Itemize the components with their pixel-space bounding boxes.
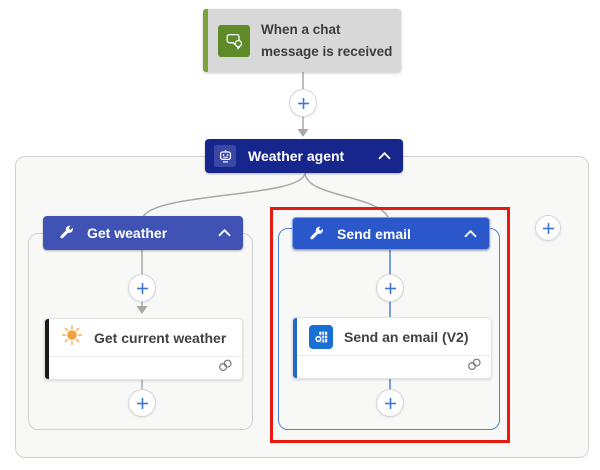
add-step-button-get-weather-end[interactable] — [128, 389, 156, 417]
action-card-send-an-email-v2[interactable]: Send an email (V2) — [292, 317, 492, 379]
agent-name-label: Weather agent — [248, 148, 345, 164]
chevron-up-icon[interactable] — [378, 152, 391, 160]
card-accent-stripe — [45, 319, 49, 379]
action-card-get-current-weather[interactable]: Get current weather — [44, 318, 243, 380]
plus-icon — [384, 282, 396, 294]
wrench-icon — [58, 225, 74, 241]
insert-step-button-top[interactable] — [289, 89, 317, 117]
insert-step-button-send-email[interactable] — [376, 274, 404, 302]
sun-icon — [61, 324, 83, 351]
wrench-icon — [308, 226, 324, 242]
add-step-button-send-email-end[interactable] — [376, 389, 404, 417]
tool-name-label: Get weather — [87, 225, 168, 241]
add-tool-button[interactable] — [535, 215, 561, 241]
insert-step-button-get-weather[interactable] — [128, 274, 156, 302]
link-icon[interactable] — [218, 359, 233, 377]
agent-header-bar[interactable]: Weather agent — [205, 139, 403, 173]
action-title: Send an email (V2) — [344, 328, 469, 345]
chat-bubbles-icon — [218, 24, 250, 57]
action-title: Get current weather — [94, 329, 227, 346]
outlook-icon — [309, 324, 333, 349]
plus-icon — [542, 222, 554, 234]
bot-icon — [214, 145, 236, 167]
trigger-label: When a chat message is received — [261, 21, 393, 59]
plus-icon — [136, 397, 148, 409]
chevron-up-icon[interactable] — [464, 229, 477, 238]
plus-icon — [297, 97, 309, 109]
plus-icon — [136, 282, 148, 294]
trigger-accent-stripe — [203, 9, 208, 72]
chevron-up-icon[interactable] — [218, 229, 231, 237]
tool-header-send-email[interactable]: Send email — [292, 217, 490, 250]
tool-header-get-weather[interactable]: Get weather — [43, 216, 243, 250]
link-icon[interactable] — [467, 358, 482, 376]
trigger-card[interactable]: When a chat message is received — [203, 9, 401, 72]
tool-name-label: Send email — [337, 225, 411, 242]
card-accent-stripe — [293, 318, 297, 378]
plus-icon — [384, 397, 396, 409]
